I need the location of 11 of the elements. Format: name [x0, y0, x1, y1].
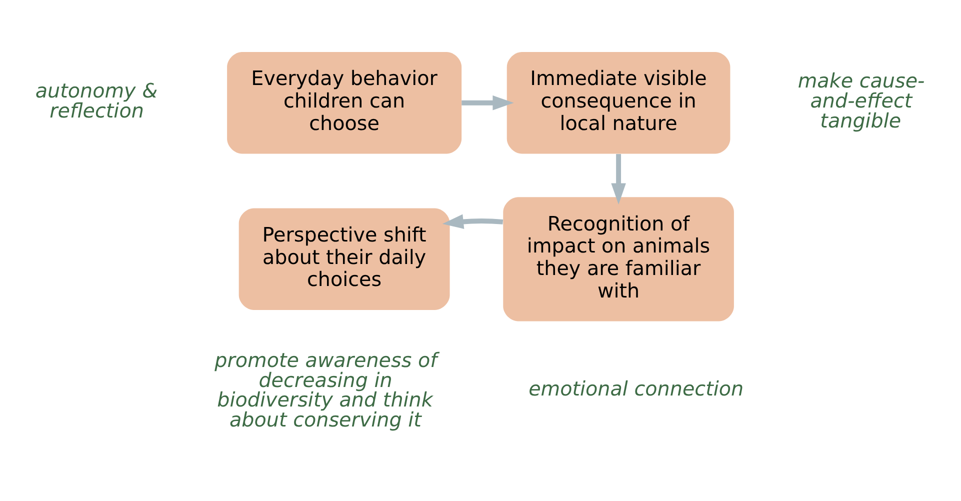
node-label: promote awareness of decreasing in biodiversity and think about conserving it [214, 348, 438, 432]
node-box: Recognition of impact on animals they are familiar with [503, 197, 734, 322]
node-label: make cause-and-effect tangible [798, 70, 925, 132]
node-box: Immediate visible consequence in local nature [506, 52, 730, 154]
node-box: Perspective shift about their daily choices [238, 208, 450, 310]
node-box: Everyday behavior children can choose [227, 52, 462, 154]
arrow [462, 95, 514, 110]
arrow [611, 154, 626, 204]
arrow [442, 214, 504, 229]
node-label: autonomy & reflection [35, 80, 158, 122]
node-label: emotional connection [528, 377, 744, 400]
